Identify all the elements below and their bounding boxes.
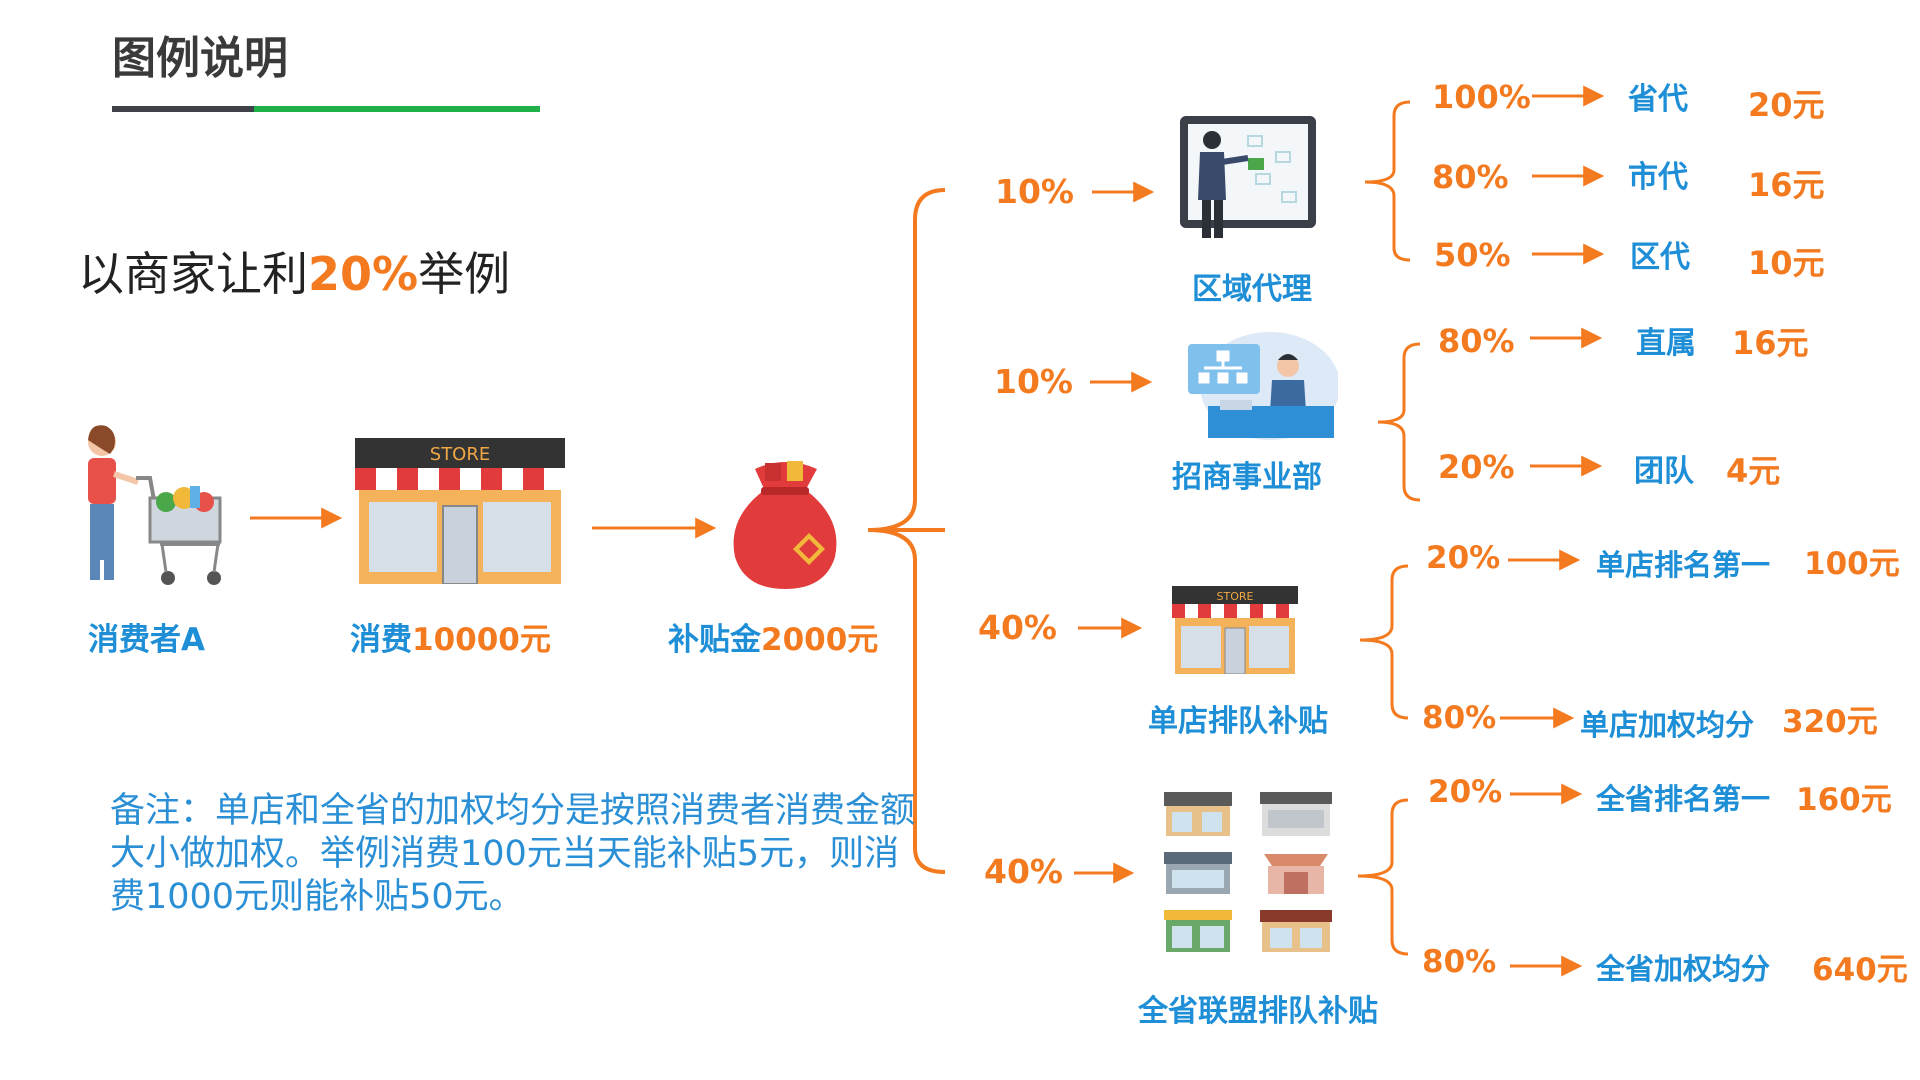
subsidy-label: 补贴金2000元 [668,614,878,659]
sub-amount: 4元 [1726,452,1781,490]
branch-pct-single-store: 40% [978,608,1057,647]
shopper-icon [88,425,222,585]
sub-label: 全省排名第一 [1596,782,1771,816]
branch-pct-province: 40% [984,852,1063,891]
sub-pct: 20% [1438,448,1515,486]
sub-pct: 80% [1422,700,1497,736]
sub-amount: 10元 [1748,244,1825,282]
money-bag-icon [733,461,837,589]
sub-pct: 20% [1426,540,1501,576]
example-prefix: 以商家让利 [78,247,308,301]
store-icon: STORE [355,438,565,584]
sub-amount: 16元 [1732,324,1809,362]
sub-amount: 100元 [1804,546,1900,582]
spend-value: 10000元 [412,622,551,658]
investment-dept-icon [1188,332,1338,440]
sub-amount: 640元 [1812,952,1908,988]
sub-pct: 20% [1428,774,1503,810]
example-highlight: 20% [308,247,419,301]
branch-name-investment: 招商事业部 [1172,460,1322,495]
sub-amount: 160元 [1796,782,1892,818]
single-store-sign-text: STORE [1217,590,1254,603]
sub-label: 市代 [1628,160,1688,195]
sub-label: 单店加权均分 [1580,708,1755,742]
sub-pct: 80% [1422,944,1497,980]
title-underline-dark [112,106,254,112]
note-text: 备注：单店和全省的加权均分是按照消费者消费金额大小做加权。举例消费100元当天能… [110,791,916,917]
example-suffix: 举例 [418,247,511,301]
subsidy-label-text: 补贴金 [668,622,761,658]
branch-pct-regional: 10% [995,172,1074,211]
sub-label: 省代 [1628,82,1688,117]
single-store-icon: STORE [1172,586,1298,674]
sub-label: 全省加权均分 [1596,952,1771,986]
sub-pct: 80% [1432,158,1509,196]
branch-name-province: 全省联盟排队补贴 [1138,994,1378,1029]
sub-pct: 80% [1438,322,1515,360]
spend-label-text: 消费 [350,622,412,658]
spend-label: 消费10000元 [350,614,551,659]
branch-name-regional: 区域代理 [1192,272,1312,307]
sub-pct: 100% [1432,78,1531,116]
sub-amount: 16元 [1748,166,1825,204]
page-title: 图例说明 [112,33,288,84]
sub-pct: 50% [1434,236,1511,274]
sub-label: 团队 [1634,454,1694,489]
regional-agent-icon [1180,116,1316,238]
title-underline-green [254,106,540,112]
subsidy-value: 2000元 [761,622,879,658]
sub-label: 直属 [1636,326,1696,361]
store-sign-text: STORE [430,444,490,465]
sub-amount: 320元 [1782,704,1878,740]
sub-label: 区代 [1630,240,1690,275]
province-alliance-icon [1164,792,1332,952]
branch-name-single-store: 单店排队补贴 [1148,704,1328,739]
sub-amount: 20元 [1748,86,1825,124]
consumer-label: 消费者A [88,622,205,658]
sub-label: 单店排名第一 [1596,548,1771,582]
branch-pct-investment: 10% [994,362,1073,401]
example-heading: 以商家让利20%举例 [78,238,510,304]
